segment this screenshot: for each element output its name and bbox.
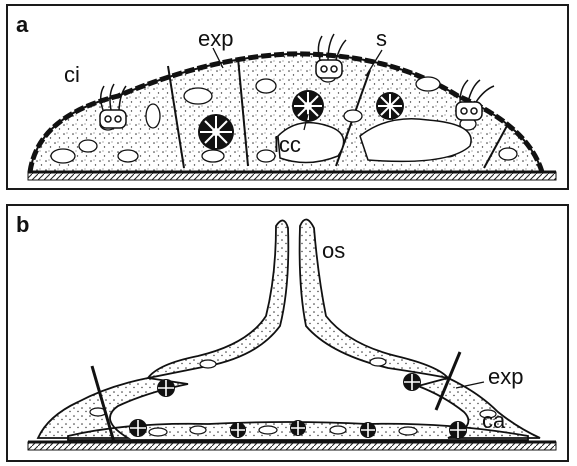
label-exp: exp xyxy=(198,26,233,51)
label-os: os xyxy=(322,238,345,263)
panel-a: a xyxy=(6,4,569,190)
label-exp-b: exp xyxy=(488,364,523,389)
label-lcc: lcc xyxy=(274,132,301,157)
label-s: s xyxy=(376,26,387,51)
rosette-3 xyxy=(376,92,404,120)
panel-b-letter: b xyxy=(16,212,29,237)
label-ca: ca xyxy=(482,408,506,433)
rosette-2 xyxy=(292,90,324,122)
panel-b: b xyxy=(6,204,569,462)
panel-a-letter: a xyxy=(16,12,29,37)
rosette-1 xyxy=(198,114,234,150)
panel-b-drawing: b xyxy=(8,206,567,460)
outgrowth-left-strand xyxy=(148,220,288,378)
label-ci: ci xyxy=(64,62,80,87)
lcc-cavity-2 xyxy=(360,119,471,162)
panel-a-drawing: a xyxy=(8,6,567,188)
